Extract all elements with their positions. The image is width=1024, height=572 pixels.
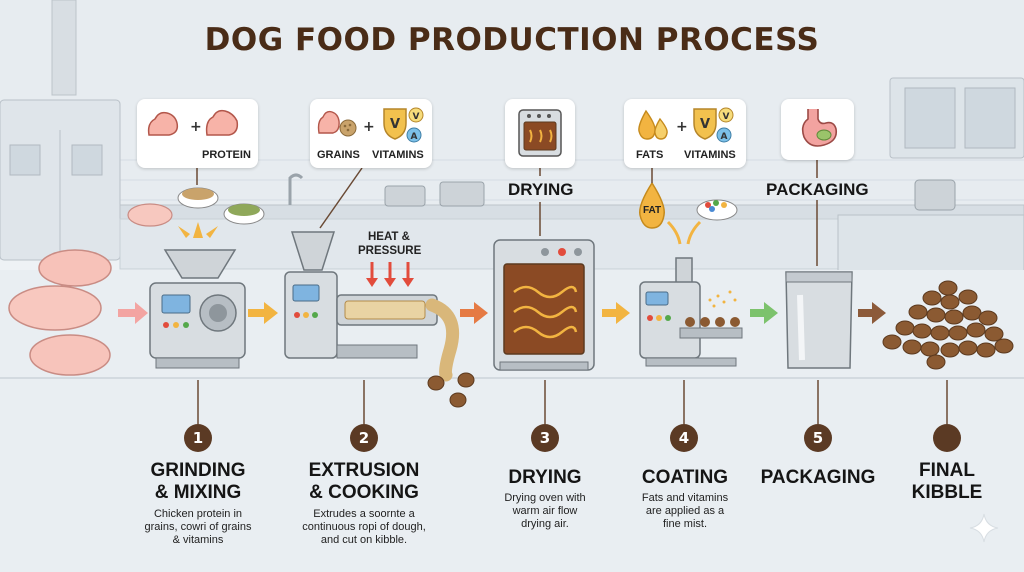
vitamin-letter: A xyxy=(411,132,418,142)
fat-drop-label: FAT xyxy=(643,205,662,216)
coater-machine-image xyxy=(639,257,743,367)
protein-label: PROTEIN xyxy=(202,149,251,161)
protein-card: + PROTEIN xyxy=(137,99,258,168)
oven-card xyxy=(505,99,575,168)
vitamin-shield-icon: V V A xyxy=(693,107,734,143)
extruder-machine-image xyxy=(284,231,460,382)
vitamins-label: VITAMINS xyxy=(372,149,424,161)
vitamin-letter: V xyxy=(390,117,400,132)
packaging-stage-label: PACKAGING xyxy=(766,180,869,199)
stomach-card xyxy=(781,99,854,160)
step-1-title: GRINDING& MIXING xyxy=(150,460,246,503)
fats-label: FATS xyxy=(636,149,664,161)
vitamin-bowl-image xyxy=(696,199,738,221)
input-arrows-4 xyxy=(666,220,702,245)
flow-arrow-5 xyxy=(750,302,778,324)
plus-sign: + xyxy=(190,119,202,135)
flow-arrow-4 xyxy=(602,302,630,324)
vitamin-letter: A xyxy=(721,132,728,142)
page-title: DOG FOOD PRODUCTION PROCESS xyxy=(204,22,820,58)
plus-sign: + xyxy=(676,119,688,135)
step-number-3: 3 xyxy=(531,424,559,452)
oil-drop-icon xyxy=(638,109,668,140)
final-kibble-dot xyxy=(933,424,961,452)
vitamin-letter: V xyxy=(413,112,420,122)
heat-label-line1: HEAT & xyxy=(368,231,410,243)
drying-stage-label: DRYING xyxy=(508,180,574,199)
vitamins-label: VITAMINS xyxy=(684,149,736,161)
step-number-4: 4 xyxy=(670,424,698,452)
heat-label-line2: PRESSURE xyxy=(358,245,422,257)
grains-label: GRAINS xyxy=(317,149,360,161)
input-arrows-1 xyxy=(178,222,218,238)
step-number-5: 5 xyxy=(804,424,832,452)
oven-icon xyxy=(518,109,562,157)
raw-chicken-image xyxy=(8,203,173,376)
packaging-bag-image xyxy=(785,271,853,369)
flow-arrow-1 xyxy=(118,302,148,324)
grains-vitamins-card: + V V A GRAINS VITAMINS xyxy=(310,99,432,168)
step-5-title: PACKAGING xyxy=(760,467,876,488)
vitamin-letter: V xyxy=(723,112,730,122)
kibble-pile-image xyxy=(882,280,1014,370)
vitamin-shield-icon: V V A xyxy=(383,107,424,143)
heat-arrows xyxy=(366,262,414,287)
plus-sign: + xyxy=(363,119,375,135)
grinder-machine-image xyxy=(149,249,246,369)
kibble-pieces-image xyxy=(427,372,475,408)
step-4-title: COATING xyxy=(641,467,729,488)
dryer-machine-image xyxy=(493,239,595,371)
step-number-2: 2 xyxy=(350,424,378,452)
sparkle-icon xyxy=(969,513,999,543)
step-number-1: 1 xyxy=(184,424,212,452)
muscle-icon xyxy=(205,109,239,136)
stomach-icon xyxy=(801,109,838,147)
flow-arrow-6 xyxy=(858,302,886,324)
flow-arrow-2 xyxy=(248,302,278,324)
step-2-title: EXTRUSION& COOKING xyxy=(308,460,420,503)
step-3-title: DRYING xyxy=(508,467,582,488)
vitamin-letter: V xyxy=(700,117,710,132)
flow-arrow-3 xyxy=(460,302,488,324)
fat-drop-image xyxy=(639,181,665,229)
muscle-icon xyxy=(317,110,340,134)
grain-ball-icon xyxy=(339,119,357,137)
muscle-icon xyxy=(147,111,179,136)
ingredient-bowls-image xyxy=(177,187,265,225)
step-connectors xyxy=(197,380,948,424)
card-connectors xyxy=(196,160,818,266)
fats-vitamins-card: + V V A FATS VITAMINS xyxy=(624,99,746,168)
